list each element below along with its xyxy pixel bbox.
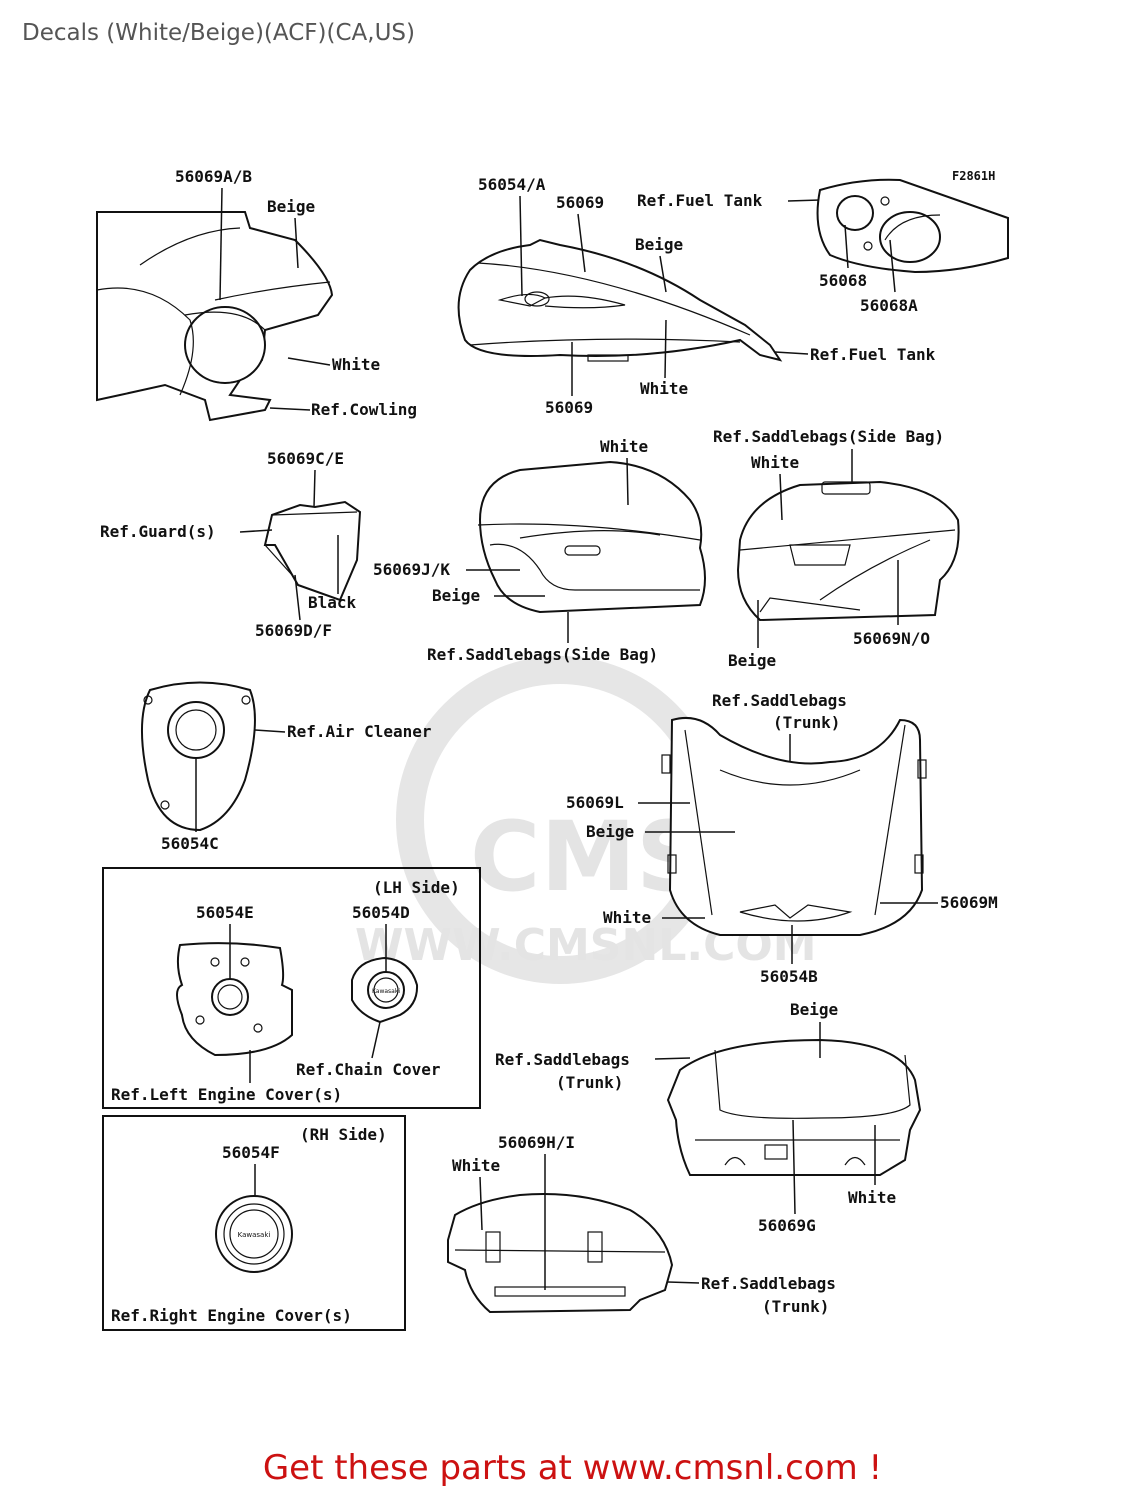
label-56069jk: 56069J/K <box>373 560 450 579</box>
label-56069l: 56069L <box>566 793 624 812</box>
label-56054d: 56054D <box>352 903 410 922</box>
label-56069m: 56069M <box>940 893 998 912</box>
label-ref-fuel-tank-top: Ref.Fuel Tank <box>637 191 763 210</box>
label-white-trunk2: White <box>848 1188 896 1207</box>
label-ref-cowling: Ref.Cowling <box>311 400 417 419</box>
label-56069no: 56069N/O <box>853 629 930 648</box>
label-beige-sidebag-r: Beige <box>728 651 776 670</box>
label-56054e: 56054E <box>196 903 254 922</box>
label-beige-tank: Beige <box>635 235 683 254</box>
label-ref-air-cleaner: Ref.Air Cleaner <box>287 722 432 741</box>
label-ref-saddlebags-trunk-3a: Ref.Saddlebags <box>701 1274 836 1293</box>
label-56069hi: 56069H/I <box>498 1133 575 1152</box>
fuel-tank-top-view-part <box>816 178 1009 274</box>
saddlebag-side-left-part <box>477 460 706 614</box>
trunk-side-part <box>447 1193 674 1314</box>
label-ref-saddlebags-trunk-2b: (Trunk) <box>556 1073 623 1092</box>
label-56069-top: 56069 <box>556 193 604 212</box>
label-beige-sidebag: Beige <box>432 586 480 605</box>
cta-link-text[interactable]: Get these parts at www.cmsnl.com ! <box>262 1448 883 1488</box>
label-56054a: 56054/A <box>478 175 546 194</box>
label-56054c: 56054C <box>161 834 219 853</box>
cms-watermark: CMS WWW.CMSNL.COM <box>355 656 817 984</box>
label-beige-trunk1: Beige <box>586 822 634 841</box>
trunk-rear-part <box>661 716 927 936</box>
kawasaki-mark-lh: Kawasaki <box>372 988 400 995</box>
cowling-part <box>96 211 334 422</box>
label-ref-saddlebags-side-l: Ref.Saddlebags(Side Bag) <box>427 645 658 664</box>
page-title: Decals (White/Beige)(ACF)(CA,US) <box>22 20 415 46</box>
fuel-tank-part <box>457 238 783 362</box>
label-white-sidebag-r: White <box>751 453 799 472</box>
label-56068: 56068 <box>819 271 867 290</box>
label-ref-guards: Ref.Guard(s) <box>100 522 216 541</box>
chain-cover-part: Kawasaki <box>351 956 419 1024</box>
label-rh-side: (RH Side) <box>300 1125 387 1144</box>
figure-code: F2861H <box>952 169 995 183</box>
right-engine-cover-part: Kawasaki <box>215 1195 293 1273</box>
label-ref-right-engine-cover: Ref.Right Engine Cover(s) <box>111 1306 352 1325</box>
label-black-guard: Black <box>308 593 357 612</box>
left-engine-cover-part <box>176 942 293 1057</box>
label-56054f: 56054F <box>222 1143 280 1162</box>
label-56069-bottom: 56069 <box>545 398 593 417</box>
label-ref-saddlebags-trunk-1b: (Trunk) <box>773 713 840 732</box>
air-cleaner-part <box>141 681 256 832</box>
label-ref-left-engine-cover: Ref.Left Engine Cover(s) <box>111 1085 342 1104</box>
label-white-trunk1: White <box>603 908 651 927</box>
label-white-trunk3: White <box>452 1156 500 1175</box>
label-56069ab: 56069A/B <box>175 167 252 186</box>
label-white-tank: White <box>640 379 688 398</box>
lh-side-box <box>102 867 481 1109</box>
label-56068a: 56068A <box>860 296 918 315</box>
label-white-cowl: White <box>332 355 380 374</box>
label-ref-saddlebags-trunk-1a: Ref.Saddlebags <box>712 691 847 710</box>
label-ref-saddlebags-trunk-3b: (Trunk) <box>762 1297 829 1316</box>
label-white-sidebag: White <box>600 437 648 456</box>
saddlebag-side-right-part <box>736 480 960 622</box>
label-56054b: 56054B <box>760 967 818 986</box>
label-ref-saddlebags-trunk-2a: Ref.Saddlebags <box>495 1050 630 1069</box>
guard-part <box>263 500 362 602</box>
trunk-top-part <box>666 1038 922 1176</box>
label-beige-trunk2: Beige <box>790 1000 838 1019</box>
kawasaki-mark-rh: Kawasaki <box>238 1231 271 1239</box>
watermark-brand: CMS <box>470 801 705 913</box>
label-ref-saddlebags-side-r: Ref.Saddlebags(Side Bag) <box>713 427 944 446</box>
label-56069ce: 56069C/E <box>267 449 344 468</box>
label-56069g: 56069G <box>758 1216 816 1235</box>
label-lh-side: (LH Side) <box>373 878 460 897</box>
label-ref-fuel-tank-mid: Ref.Fuel Tank <box>810 345 936 364</box>
rh-side-box <box>102 1115 406 1331</box>
label-56069df: 56069D/F <box>255 621 332 640</box>
label-ref-chain-cover: Ref.Chain Cover <box>296 1060 441 1079</box>
label-beige-cowl: Beige <box>267 197 315 216</box>
